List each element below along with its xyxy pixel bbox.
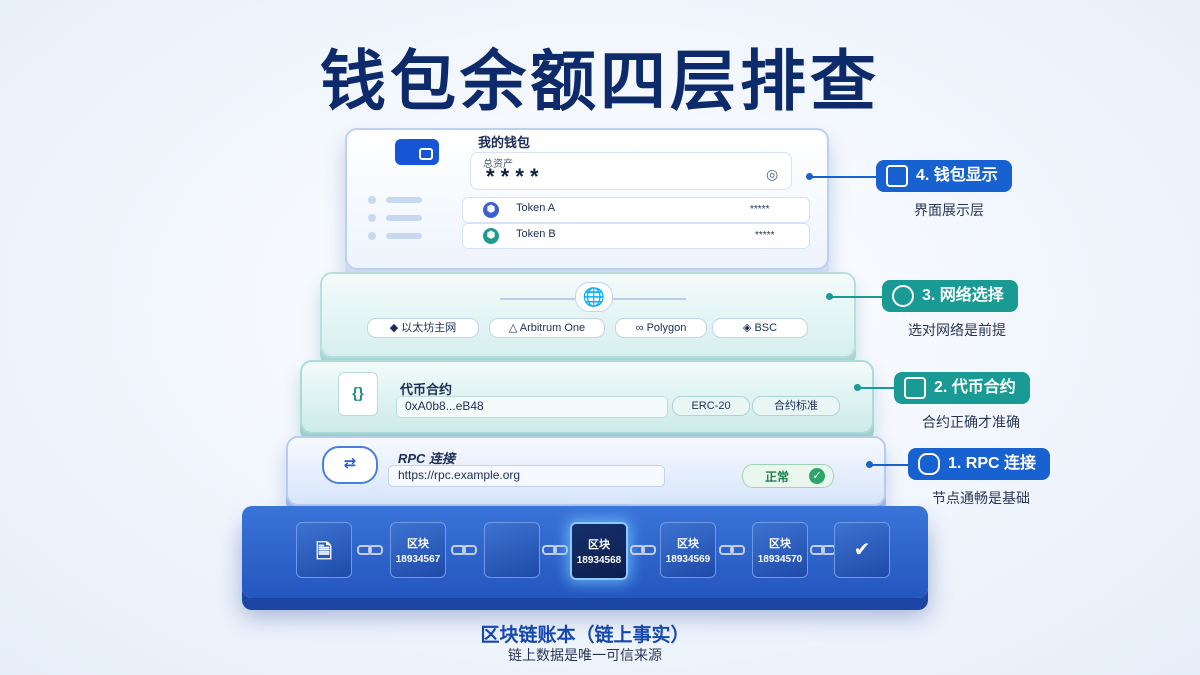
layer-tag-rpc: 1. RPC 连接 [908, 448, 1051, 480]
block-label: 区块 [677, 538, 699, 550]
menu-line [386, 233, 422, 239]
chain-block: 区块 18934570 [752, 522, 808, 578]
connector-line [870, 464, 908, 466]
connector-line [830, 296, 882, 298]
rpc-status-badge: 正常 ✓ [742, 464, 834, 488]
contract-standard-badge: 合约标准 [752, 396, 840, 416]
ledger-subtitle: 链上数据是唯一可信来源 [508, 647, 662, 663]
chain-block-active: 区块 18934568 [570, 522, 628, 580]
monitor-icon [886, 164, 908, 187]
rpc-url: https://rpc.example.org [398, 468, 521, 482]
network-option-arbitrum[interactable]: △ Arbitrum One [489, 318, 605, 338]
code-file-icon: {} [338, 372, 378, 416]
layer-tag-wallet: 4. 钱包显示 [876, 160, 1012, 192]
connector-dot [826, 293, 833, 300]
token-a-name: Token A [516, 202, 556, 214]
network-label: Polygon [646, 322, 687, 334]
token-row: ⬢ [462, 223, 810, 249]
asset-label: 总资产 [483, 159, 513, 170]
check-icon: ✓ [809, 468, 825, 484]
contract-address-box [396, 396, 668, 418]
network-option-polygon[interactable]: ∞ Polygon [615, 318, 707, 338]
layer-tag-text: 1. RPC 连接 [948, 455, 1037, 472]
ledger-title: 区块链账本（链上事实） [480, 625, 690, 646]
connector-line [611, 298, 686, 300]
block-label: 区块 [769, 538, 791, 550]
layer-tag-text: 4. 钱包显示 [916, 167, 998, 184]
token-row: ⬢ [462, 197, 810, 223]
block-number: 18934570 [757, 554, 803, 565]
layer-desc: 界面展示层 [914, 202, 984, 218]
network-label: Arbitrum One [519, 322, 586, 334]
chain-link-icon [717, 543, 747, 555]
token-b-icon: ⬢ [483, 228, 499, 244]
layer-tag-network: 3. 网络选择 [882, 280, 1018, 312]
block-number: 18934569 [665, 554, 711, 565]
chain-block: 区块 18934567 [390, 522, 446, 578]
chain-link-icon [628, 543, 658, 555]
link-icon [918, 452, 940, 475]
menu-line [386, 197, 422, 203]
connector-line [810, 176, 876, 178]
erc20-badge: ERC-20 [672, 396, 750, 416]
connector-line [500, 298, 575, 300]
menu-dot [368, 196, 376, 204]
connector-dot [866, 461, 873, 468]
contract-address: 0xA0b8...eB48 [405, 399, 484, 413]
chain-link-icon [540, 543, 570, 555]
block-label: 区块 [407, 538, 429, 550]
network-label: 以太坊主网 [401, 322, 457, 334]
token-a-icon: ⬢ [483, 202, 499, 218]
block-number: 18934568 [576, 555, 622, 566]
rpc-header: RPC 连接 [398, 451, 456, 466]
menu-dot [368, 232, 376, 240]
chain-link-icon [449, 543, 479, 555]
document-icon [904, 376, 926, 399]
asset-value: * * * * [486, 164, 539, 189]
layer-tag-text: 2. 代币合约 [934, 379, 1016, 396]
chain-link-icon [355, 543, 385, 555]
network-option-bsc[interactable]: ◈ BSC [712, 318, 808, 338]
block-label: 区块 [588, 539, 610, 551]
eye-off-icon[interactable]: ◎ [766, 166, 779, 182]
globe-icon: 🌐 [575, 282, 613, 312]
rpc-status-text: 正常 [765, 470, 790, 484]
layer-tag-text: 3. 网络选择 [922, 287, 1004, 304]
wallet-icon [395, 139, 439, 165]
chain-block: 区块 18934569 [660, 522, 716, 578]
connector-line [858, 387, 894, 389]
cloud-upload-icon: ⇄ [322, 446, 378, 484]
layer-desc: 节点通畅是基础 [932, 490, 1030, 506]
connector-dot [854, 384, 861, 391]
rpc-url-box [388, 465, 665, 487]
shield-check-icon: ✔ [834, 522, 890, 578]
empty-block [484, 522, 540, 578]
token-b-value: ***** [755, 230, 775, 241]
document-block-icon: 🗎 [296, 522, 352, 578]
menu-line [386, 215, 422, 221]
layer-desc: 合约正确才准确 [922, 414, 1020, 430]
contract-header: 代币合约 [400, 382, 453, 397]
layer-tag-contract: 2. 代币合约 [894, 372, 1030, 404]
token-b-name: Token B [516, 228, 556, 240]
token-a-value: ***** [750, 204, 770, 215]
layer-desc: 选对网络是前提 [908, 322, 1006, 338]
connector-dot [806, 173, 813, 180]
total-asset-box [470, 152, 792, 190]
menu-dot [368, 214, 376, 222]
network-option-ethereum[interactable]: ◆ 以太坊主网 [367, 318, 479, 338]
globe-icon [892, 284, 914, 307]
wallet-header: 我的钱包 [478, 135, 531, 150]
page-title: 钱包余额四层排查 [320, 43, 880, 120]
block-number: 18934567 [395, 554, 441, 565]
network-label: BSC [754, 322, 778, 334]
